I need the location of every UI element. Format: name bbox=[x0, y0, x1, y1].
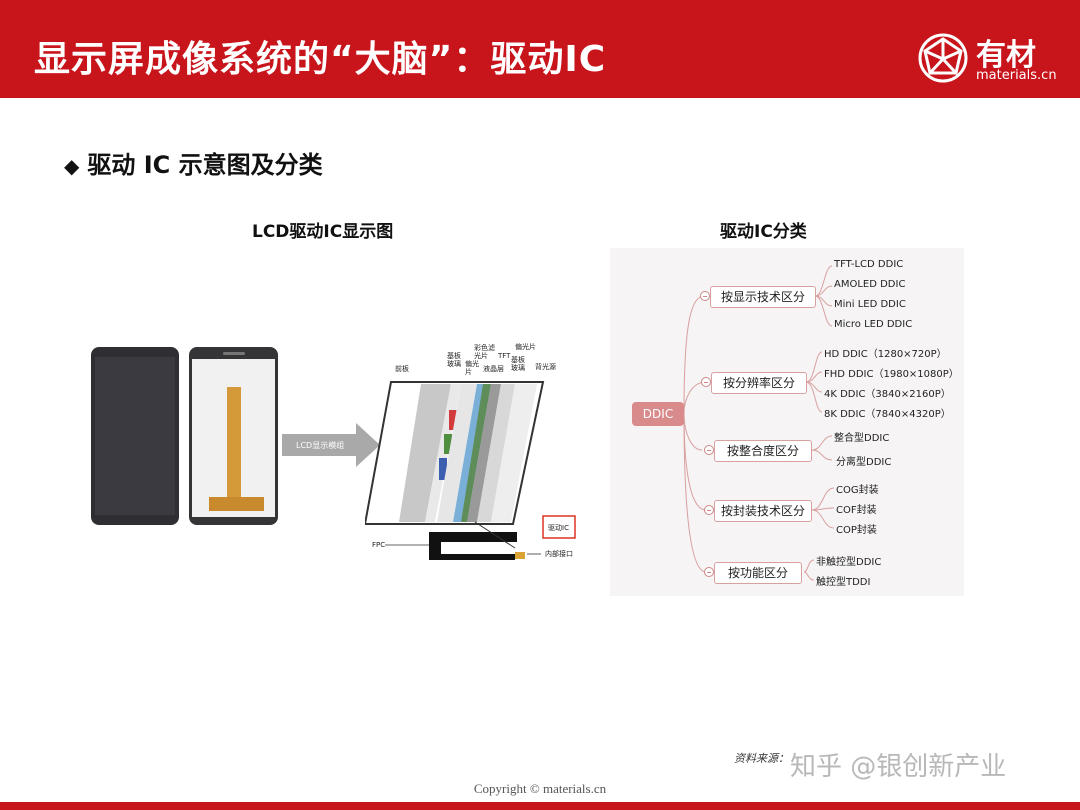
branch-packaging: 按封装技术区分 bbox=[714, 500, 812, 522]
phone-open-image bbox=[189, 347, 278, 525]
leaf-8k: 8K DDIC（7840×4320P） bbox=[824, 409, 951, 420]
collapse-icon[interactable] bbox=[701, 377, 711, 387]
lcd-layer-diagram bbox=[365, 381, 576, 560]
leaf-cop: COP封装 bbox=[836, 525, 877, 536]
lcd-display-module-arrow bbox=[282, 423, 380, 467]
collapse-icon[interactable] bbox=[700, 291, 710, 301]
leaf-4k: 4K DDIC（3840×2160P） bbox=[824, 389, 951, 400]
header-bar: 显示屏成像系统的“大脑”：驱动IC 有材 materials.cn bbox=[0, 0, 1080, 98]
branch-function: 按功能区分 bbox=[714, 562, 802, 584]
leaf-tft-lcd: TFT-LCD DDIC bbox=[834, 259, 904, 270]
label-internal-interface: 内部接口 bbox=[545, 550, 573, 558]
collapse-icon[interactable] bbox=[704, 505, 714, 515]
footer-bar bbox=[0, 802, 1080, 810]
leaf-non-touch: 非触控型DDIC bbox=[816, 557, 882, 568]
copyright: Copyright © materials.cn bbox=[473, 781, 607, 796]
label-fpc: FPC bbox=[372, 541, 386, 549]
leaf-micro-led: Micro LED DDIC bbox=[834, 319, 913, 330]
label-tft: TFT bbox=[498, 352, 511, 360]
section-heading: ◆ 驱动 IC 示意图及分类 bbox=[64, 145, 323, 180]
arrow-label: LCD显示模组 bbox=[296, 441, 345, 450]
leaf-fhd: FHD DDIC（1980×1080P） bbox=[824, 369, 959, 380]
leaf-amoled: AMOLED DDIC bbox=[834, 279, 906, 290]
watermark: 知乎 @银创新产业 bbox=[790, 752, 1007, 782]
label-backlight: 背光源 bbox=[535, 363, 556, 371]
diamond-bullet-icon: ◆ bbox=[64, 154, 80, 178]
collapse-icon[interactable] bbox=[704, 567, 714, 577]
leaf-tddi: 触控型TDDI bbox=[816, 577, 871, 588]
mind-map-connectors bbox=[683, 265, 835, 581]
leaf-cog: COG封装 bbox=[836, 485, 879, 496]
leaf-cof: COF封装 bbox=[836, 505, 877, 516]
right-figure-title: 驱动IC分类 bbox=[720, 222, 807, 242]
slide-title: 显示屏成像系统的“大脑”：驱动IC bbox=[34, 39, 607, 80]
branch-integration: 按整合度区分 bbox=[714, 440, 812, 462]
leaf-mini-led: Mini LED DDIC bbox=[834, 299, 906, 310]
branch-resolution: 按分辨率区分 bbox=[711, 372, 807, 394]
logo: 有材 materials.cn bbox=[916, 30, 1066, 86]
label-front-panel: 前板 bbox=[395, 365, 409, 373]
label-driver-ic: 驱动IC bbox=[548, 524, 569, 532]
label-liquid-crystal: 液晶层 bbox=[483, 365, 504, 373]
collapse-icon[interactable] bbox=[704, 445, 714, 455]
leaf-hd: HD DDIC（1280×720P） bbox=[824, 349, 947, 360]
label-polarizer-2: 偏光片 bbox=[515, 343, 536, 351]
mind-map-root: DDIC bbox=[632, 402, 684, 426]
logo-text-en: materials.cn bbox=[976, 68, 1057, 83]
leaf-discrete: 分离型DDIC bbox=[836, 457, 892, 468]
source-note: 资料来源： bbox=[734, 752, 789, 765]
section-title: 驱动 IC 示意图及分类 bbox=[87, 151, 323, 179]
logo-text-cn: 有材 bbox=[976, 38, 1036, 73]
label-substrate-glass-2: 基板 玻璃 bbox=[511, 356, 525, 372]
branch-display-tech: 按显示技术区分 bbox=[710, 286, 816, 308]
logo-mark-icon bbox=[918, 33, 968, 83]
label-polarizer: 偏光 片 bbox=[465, 360, 479, 376]
left-figure-title: LCD驱动IC显示图 bbox=[252, 222, 394, 242]
label-substrate-glass: 基板 玻璃 bbox=[447, 352, 461, 368]
label-color-filter: 彩色滤 光片 bbox=[474, 344, 495, 360]
phone-front-image bbox=[91, 347, 179, 525]
leaf-integrated: 整合型DDIC bbox=[834, 433, 890, 444]
